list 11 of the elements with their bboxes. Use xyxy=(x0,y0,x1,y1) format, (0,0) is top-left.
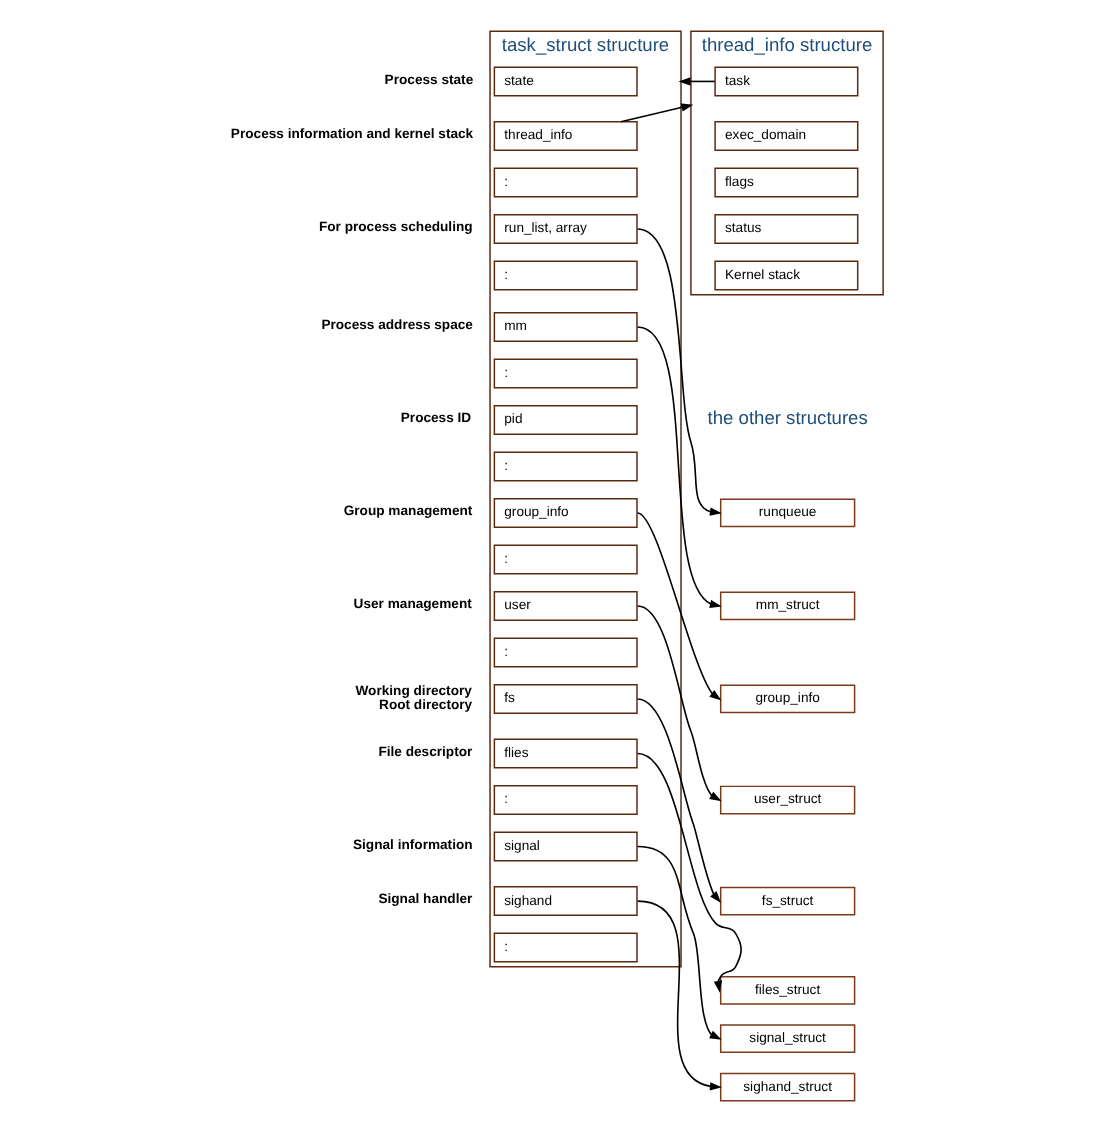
arrow xyxy=(619,103,693,123)
arrow xyxy=(635,512,721,701)
arrow xyxy=(635,228,721,516)
arrow xyxy=(635,845,721,1040)
arrow xyxy=(677,77,715,86)
arrow xyxy=(635,752,741,993)
arrow xyxy=(635,698,720,903)
arrow xyxy=(635,605,721,802)
label: the other structures xyxy=(706,408,867,429)
arrow xyxy=(635,326,721,608)
arrow xyxy=(635,900,721,1091)
